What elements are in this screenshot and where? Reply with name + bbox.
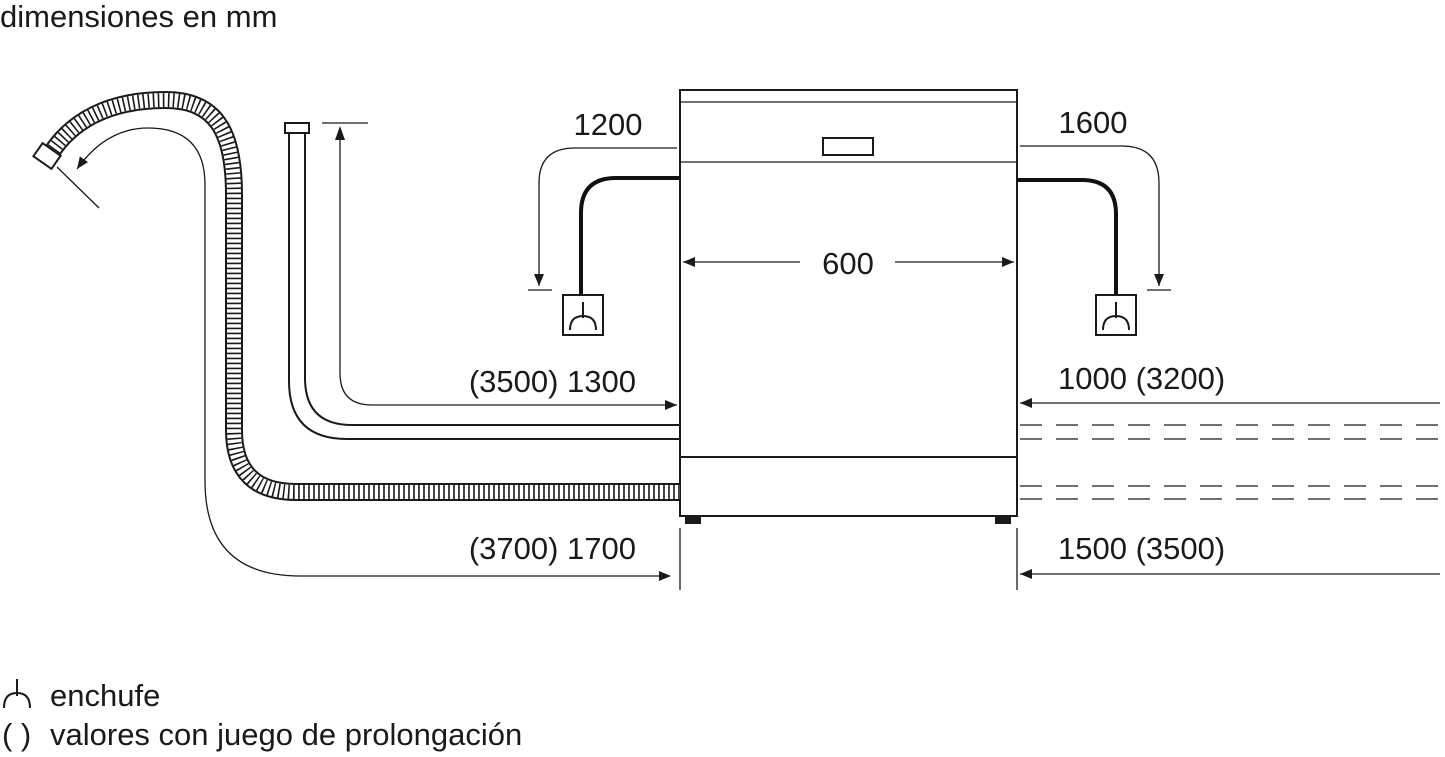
legend: enchufe ( ) valores con juego de prolong… [2, 678, 522, 752]
foot-right [995, 516, 1011, 524]
legend-parens-symbol: ( ) [2, 717, 31, 752]
inlet-right-label: 1000 (3200) [1058, 361, 1225, 396]
dishwasher [679, 89, 1018, 524]
plug-icon [569, 302, 597, 331]
legend-plug-label: enchufe [50, 678, 160, 713]
drain-hose: (3700) 1700 [32, 90, 680, 581]
drain-right-label: 1500 (3500) [1058, 531, 1225, 566]
legend-parens-label: valores con juego de prolongación [50, 717, 522, 752]
plug-icon [3, 679, 31, 709]
inlet-left-label: (3500) 1300 [469, 364, 636, 399]
power-cable-left: 1200 [528, 107, 680, 336]
power-cable-right: 1600 [1017, 105, 1171, 336]
width-dimension: 600 [683, 246, 1014, 281]
width-label: 600 [822, 246, 874, 281]
door-handle [822, 137, 874, 156]
hose-connector [284, 122, 310, 134]
page-title: dimensiones en mm [0, 0, 277, 34]
plug-icon [1102, 302, 1130, 331]
drain-left-label: (3700) 1700 [469, 531, 636, 566]
right-side-connections: 1000 (3200) 1500 (3500) [1020, 361, 1445, 579]
drain-hose-end [32, 141, 62, 171]
cable-left-label: 1200 [574, 107, 643, 142]
foot-left [685, 516, 701, 524]
cable-right-label: 1600 [1059, 105, 1128, 140]
water-inlet-hose: (3500) 1300 [284, 122, 680, 440]
